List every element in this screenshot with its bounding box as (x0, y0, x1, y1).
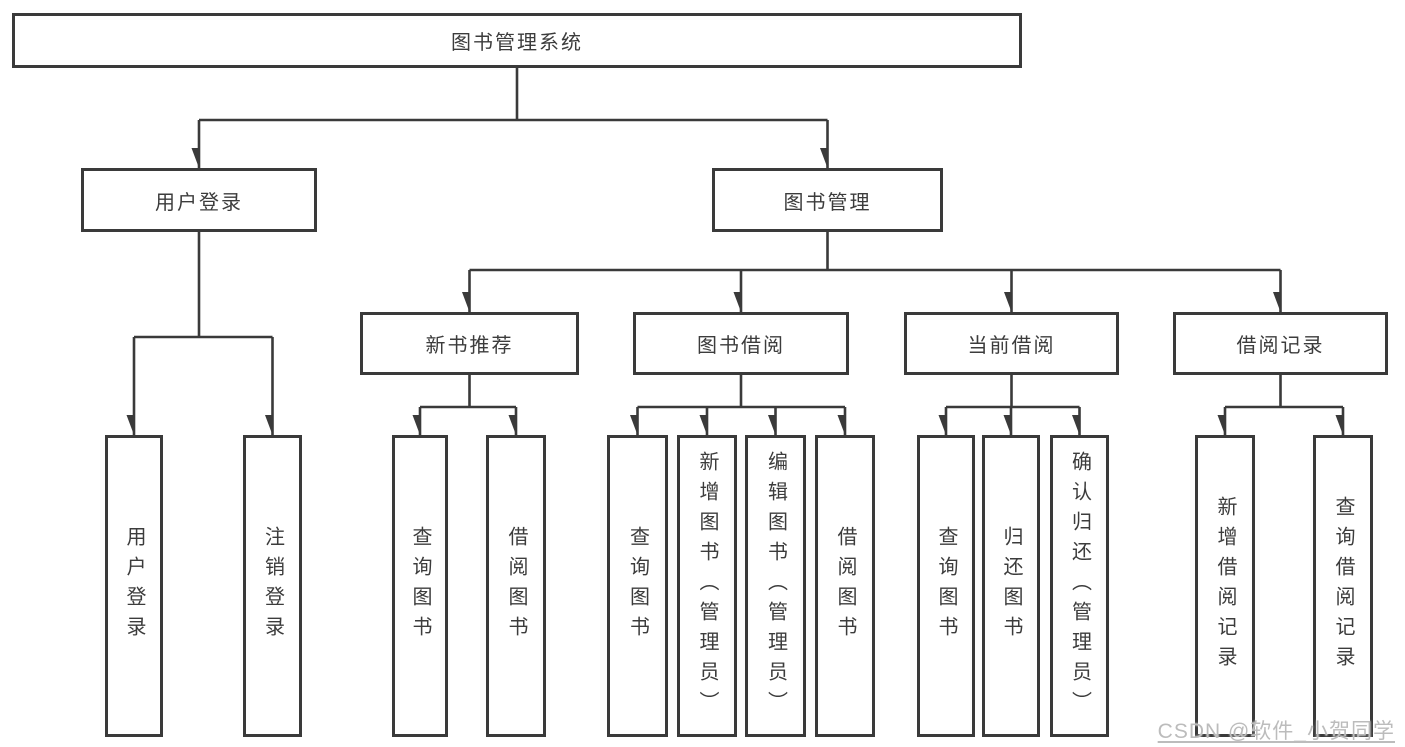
leaf-label: 借阅图书 (834, 526, 856, 646)
node-leaf-user-login: 用户登录 (105, 435, 163, 737)
node-book-management: 图书管理 (712, 168, 943, 232)
watermark: CSDN @软件_小贺同学 (1157, 720, 1395, 743)
leaf-label: 查询图书 (409, 526, 431, 646)
node-cb-return-books: 归还图书 (982, 435, 1040, 737)
node-nb-borrow-books: 借阅图书 (486, 435, 546, 737)
node-leaf-logout: 注销登录 (243, 435, 302, 737)
node-bb-query-books: 查询图书 (607, 435, 668, 737)
leaf-label: 查询图书 (626, 526, 649, 646)
node-borrowing-records: 借阅记录 (1173, 312, 1388, 375)
leaf-label: 编辑图书（管理员） (764, 451, 787, 721)
node-bb-edit-books: 编辑图书（管理员） (745, 435, 806, 737)
leaf-label: 用户登录 (123, 526, 145, 646)
node-nb-query-books: 查询图书 (392, 435, 448, 737)
node-cb-query-books: 查询图书 (917, 435, 975, 737)
leaf-label: 确认归还（管理员） (1068, 451, 1091, 721)
leaf-label: 归还图书 (1000, 526, 1022, 646)
leaf-label: 借阅图书 (505, 526, 527, 646)
leaf-label: 新增借阅记录 (1214, 496, 1236, 676)
leaf-label: 查询图书 (935, 526, 957, 646)
node-bb-borrow-books: 借阅图书 (815, 435, 875, 737)
node-user-login: 用户登录 (81, 168, 317, 232)
node-root: 图书管理系统 (12, 13, 1022, 68)
leaf-label: 查询借阅记录 (1332, 496, 1354, 676)
node-book-borrowing: 图书借阅 (633, 312, 849, 375)
node-bb-add-books: 新增图书（管理员） (677, 435, 737, 737)
node-new-book-recommend: 新书推荐 (360, 312, 579, 375)
node-cb-confirm-return: 确认归还（管理员） (1050, 435, 1109, 737)
node-current-borrowing: 当前借阅 (904, 312, 1119, 375)
leaf-label: 新增图书（管理员） (696, 451, 718, 721)
node-br-add-record: 新增借阅记录 (1195, 435, 1255, 737)
node-br-query-record: 查询借阅记录 (1313, 435, 1373, 737)
leaf-label: 注销登录 (261, 526, 284, 646)
